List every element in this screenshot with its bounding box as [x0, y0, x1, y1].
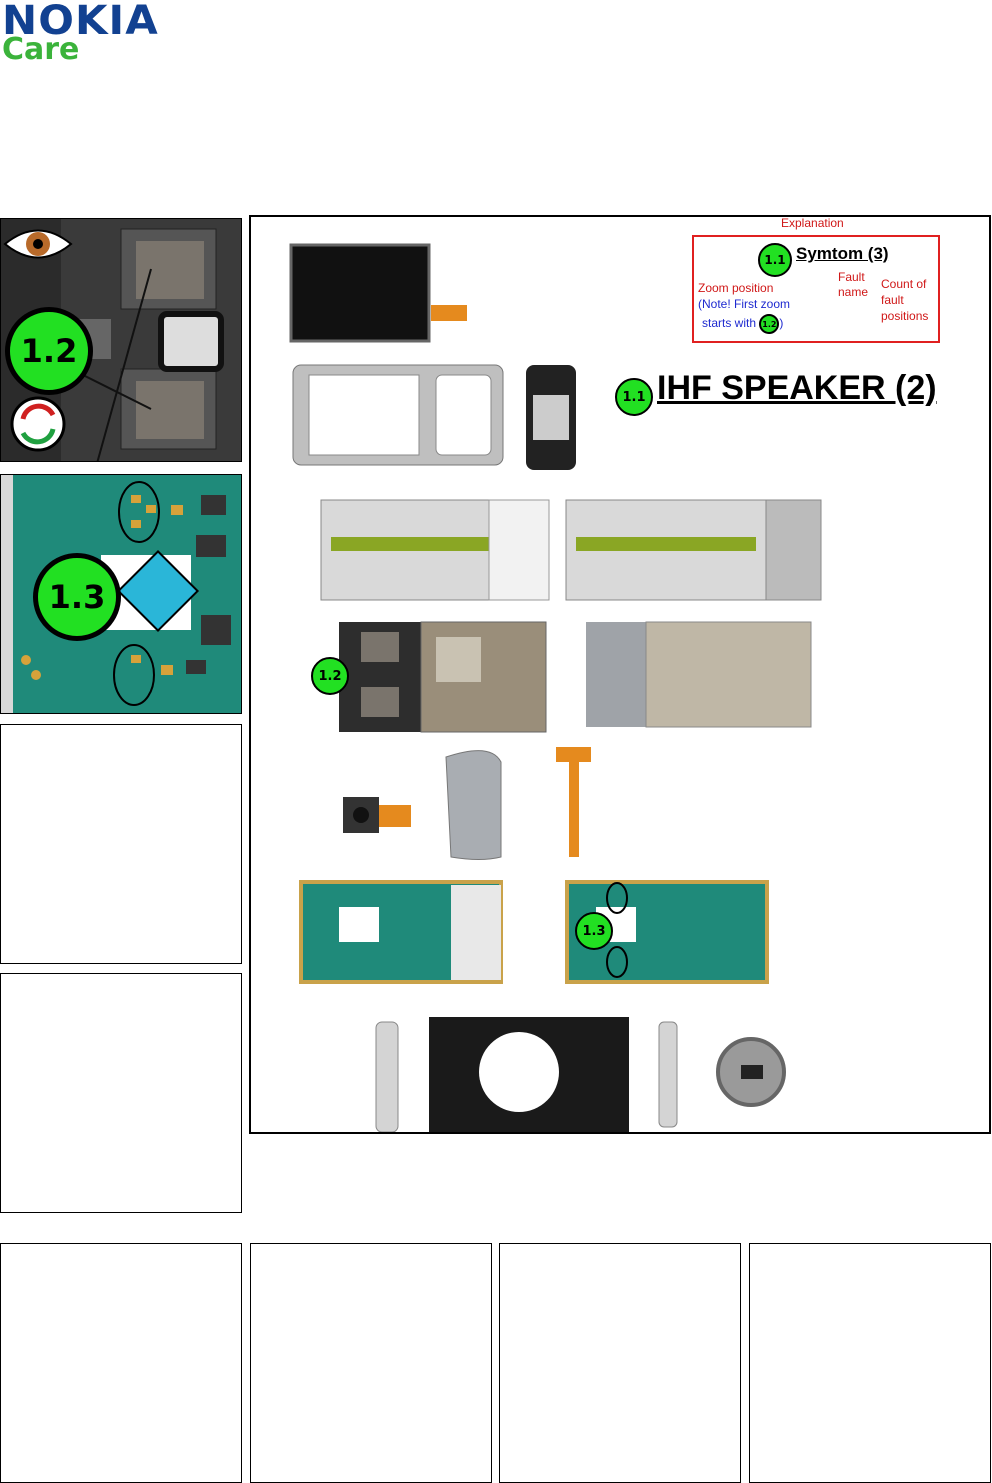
explanation-note-badge: 1.2	[759, 314, 780, 334]
marker-1-3: 1.3	[575, 912, 613, 950]
explanation-note-line2: starts with 1.2)	[702, 314, 783, 334]
exploded-view-panel: Explanation 1.1 Symtom (3) Fault name Co…	[249, 215, 991, 1134]
exploded-view-image	[289, 243, 822, 1132]
marker-1-2: 1.2	[311, 657, 349, 695]
zoom-badge-1-3: 1.3	[33, 553, 121, 641]
empty-panel-1	[0, 724, 242, 964]
explanation-count: Count of fault positions	[881, 277, 929, 323]
refresh-icon	[10, 396, 66, 452]
explanation-note-line1: (Note! First zoom	[698, 297, 791, 311]
explanation-badge: 1.1	[758, 243, 792, 277]
fault-badge: 1.1	[615, 378, 653, 416]
empty-panel-3	[0, 1243, 242, 1483]
empty-panel-4	[250, 1243, 492, 1483]
zoom-badge-1-2: 1.2	[5, 307, 93, 395]
speaker-closeup-image	[1, 219, 241, 461]
explanation-fault-name: Fault name	[838, 270, 869, 299]
explanation-zoom-position: Zoom position	[698, 281, 774, 295]
nokia-logo: NOKIA	[2, 0, 159, 44]
empty-panel-6	[749, 1243, 991, 1483]
explanation-box: 1.1 Symtom (3) Fault name Count of fault…	[692, 235, 940, 343]
care-logo: Care	[2, 32, 80, 67]
zoom-panel-1-3: 1.3	[0, 474, 242, 714]
explanation-title: Explanation	[781, 216, 844, 230]
eye-icon	[3, 229, 73, 259]
fault-title: IHF SPEAKER (2)	[657, 369, 937, 407]
explanation-symptom: Symtom (3)	[796, 244, 889, 263]
empty-panel-5	[499, 1243, 741, 1483]
empty-panel-2	[0, 973, 242, 1213]
zoom-panel-1-2: 1.2	[0, 218, 242, 462]
